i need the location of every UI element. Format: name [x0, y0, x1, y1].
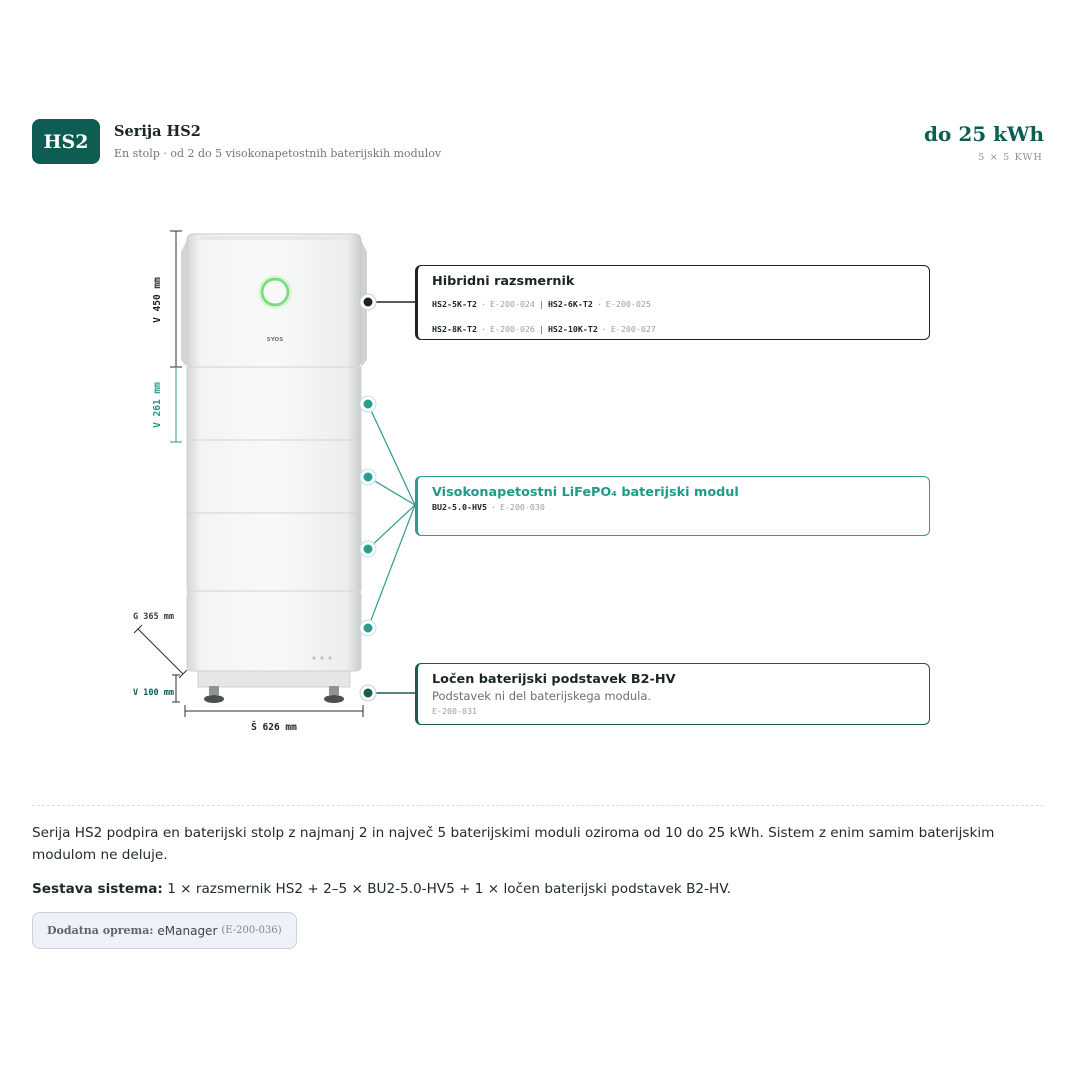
- marker-dot: [363, 688, 373, 698]
- callout-battery-module: Visokonapetostni LiFePO₄ baterijski modu…: [415, 476, 930, 536]
- marker-dot: [363, 544, 373, 554]
- accessory-name: eManager: [157, 923, 218, 938]
- callout-battery-base: Ločen baterijski podstavek B2-HV Podstav…: [415, 663, 930, 725]
- composition-text: 1 × razsmernik HS2 + 2–5 × BU2-5.0-HV5 +…: [167, 881, 732, 897]
- marker-dot: [363, 472, 373, 482]
- inverter-models-row-2: HS2-8K-T2·E-200-026|HS2-10K-T2·E-200-027: [432, 324, 656, 334]
- leader-battery: [367, 403, 416, 629]
- dimension-depth: [133, 624, 188, 679]
- battery-base: [197, 670, 351, 688]
- system-composition: Sestava sistema: 1 × razsmernik HS2 + 2–…: [32, 878, 731, 900]
- battery-module: [186, 512, 362, 592]
- model-name: HS2-6K-T2: [547, 299, 593, 309]
- accessory-code: (E-200-036): [221, 925, 282, 936]
- inverter-models-row-1: HS2-5K-T2·E-200-024|HS2-6K-T2·E-200-025: [432, 299, 651, 309]
- divider: [32, 805, 1044, 806]
- dimension-height-inverter: [170, 230, 182, 368]
- dimension-width: [184, 705, 364, 717]
- series-title: Serija HS2: [114, 123, 201, 140]
- callout-inverter-title: Hibridni razsmernik: [432, 274, 575, 289]
- model-code: E-200-027: [610, 324, 656, 334]
- description-paragraph: Serija HS2 podpira en baterijski stolp z…: [32, 825, 995, 863]
- battery-module: [186, 366, 362, 441]
- model-code: E-200-026: [489, 324, 535, 334]
- series-subtitle: En stolp · od 2 do 5 visokonapetostnih b…: [114, 147, 442, 160]
- dim-label-width: Š 626 mm: [251, 721, 297, 733]
- battery-module: [186, 439, 362, 514]
- marker-dot: [363, 297, 373, 307]
- model-code: E-200-024: [489, 299, 535, 309]
- composition-label: Sestava sistema:: [32, 881, 163, 897]
- dim-label-depth: G 365 mm: [133, 612, 174, 622]
- leader-base: [359, 684, 415, 702]
- battery-module: [186, 590, 362, 672]
- capacity-note: 5 × 5 KWH: [978, 152, 1043, 163]
- brand-mark: SYOS: [267, 337, 283, 343]
- dimension-height-base: [172, 674, 180, 703]
- callout-base-title: Ločen baterijski podstavek B2-HV: [432, 672, 676, 687]
- callout-inverter: Hibridni razsmernik HS2-5K-T2·E-200-024|…: [415, 265, 930, 340]
- marker-dot: [363, 399, 373, 409]
- leader-inverter: [359, 293, 415, 311]
- dim-label-base-height: V 100 mm: [133, 688, 174, 698]
- dimension-height-module: [170, 368, 182, 443]
- dim-label-inverter-height: V 450 mm: [152, 277, 163, 323]
- model-name: HS2-8K-T2: [432, 324, 477, 334]
- marker-dot: [363, 623, 373, 633]
- battery-model-row: BU2-5.0-HV5·E-200-030: [432, 502, 545, 512]
- model-name: HS2-10K-T2: [547, 324, 598, 334]
- battery-tower-image: SYOS: [181, 233, 367, 703]
- model-code: E-200-030: [499, 502, 545, 512]
- accessory-chip[interactable]: Dodatna oprema: eManager (E-200-036): [32, 912, 297, 949]
- model-name: HS2-5K-T2: [432, 299, 477, 309]
- capacity-value: do 25 kWh: [924, 122, 1044, 146]
- callout-base-note: Podstavek ni del baterijskega modula.: [432, 689, 652, 703]
- dim-label-module-height: V 261 mm: [152, 382, 163, 428]
- accessory-label: Dodatna oprema:: [47, 924, 154, 937]
- model-name: BU2-5.0-HV5: [432, 502, 487, 512]
- model-code: E-200-025: [605, 299, 651, 309]
- base-model-code: E-200-031: [432, 706, 477, 716]
- led-ring-icon: [260, 277, 290, 307]
- callout-battery-title: Visokonapetostni LiFePO₄ baterijski modu…: [432, 485, 739, 500]
- series-badge: HS2: [32, 119, 100, 164]
- inverter-unit: [186, 233, 362, 368]
